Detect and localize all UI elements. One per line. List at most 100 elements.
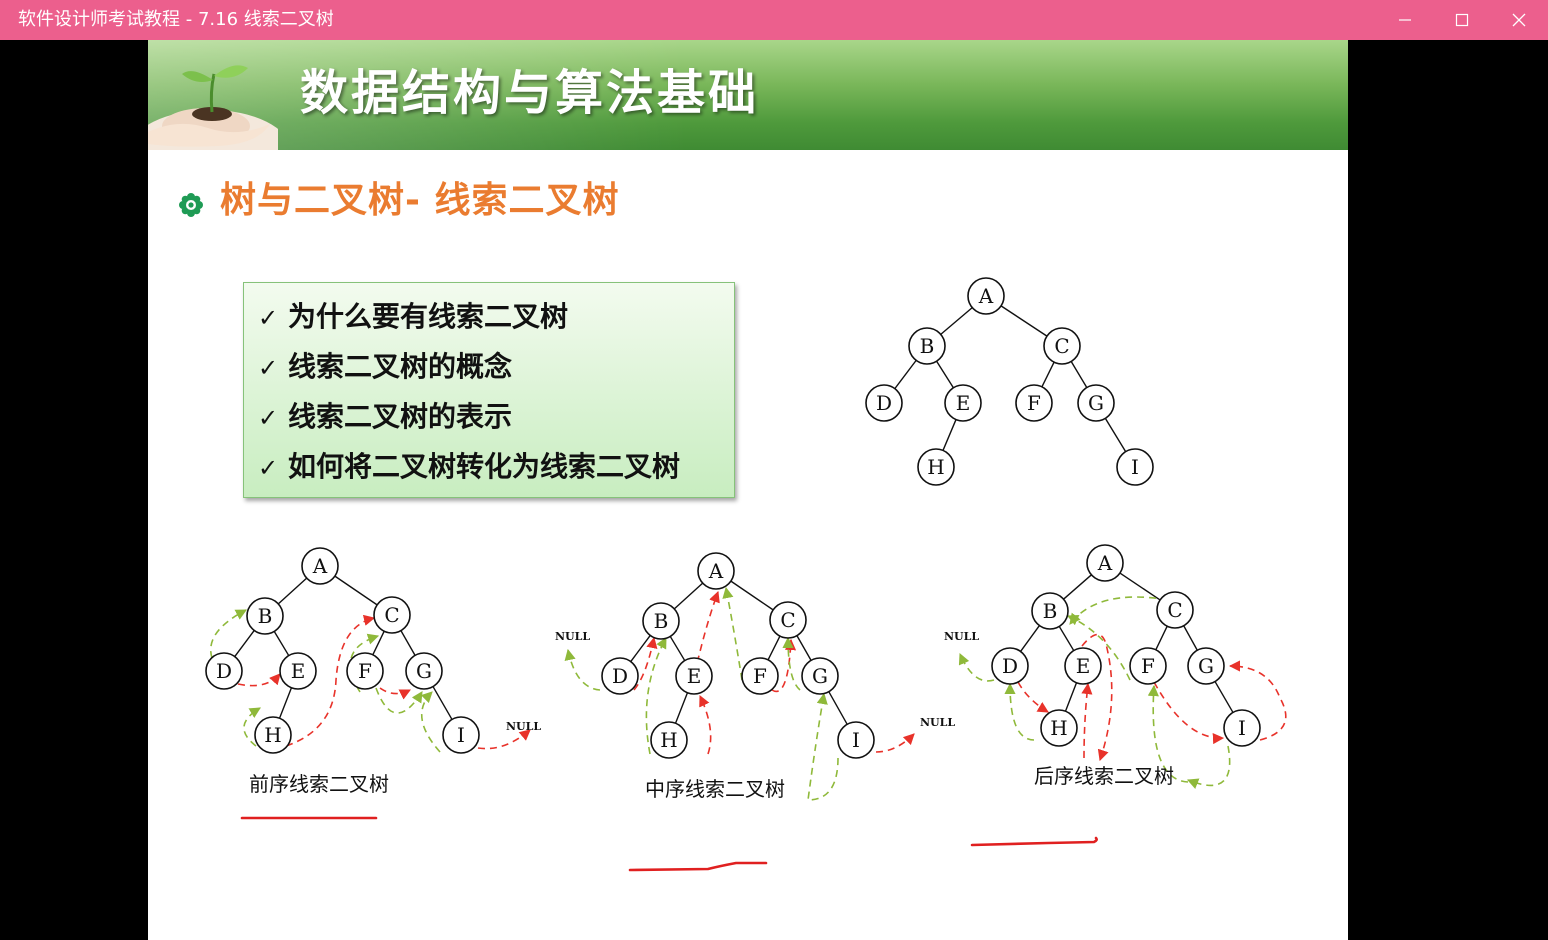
thread-arrow [285, 614, 376, 747]
tree-edge [1155, 625, 1168, 651]
tree-edge [1070, 361, 1088, 388]
check-icon: ✓ [258, 404, 279, 432]
tree-node-label: C [780, 608, 795, 632]
postorder-caption: 后序线索二叉树 [1034, 764, 1174, 788]
tree-node-label: H [1050, 716, 1067, 740]
tree-node-label: F [1027, 391, 1041, 415]
tree-edge [334, 575, 378, 606]
thread-arrow [782, 636, 801, 691]
tree-node-i: I [1116, 448, 1154, 486]
tree-node-label: A [708, 559, 724, 583]
tree-edge [1020, 625, 1040, 652]
tree-edge [372, 630, 385, 656]
tree-edge [1000, 305, 1048, 337]
tree-node-label: B [654, 609, 669, 633]
null-label: NULL [506, 720, 541, 733]
slide-banner: 数据结构与算法基础 [148, 40, 1348, 150]
topic-item: ✓如何将二叉树转化为线索二叉树 [258, 442, 680, 492]
tree-node-h: H [917, 448, 955, 486]
thread-arrow [477, 729, 531, 750]
thread-arrow [564, 648, 601, 691]
thread-arrow [379, 687, 412, 700]
tree-edge [942, 419, 957, 451]
tree-node-label: A [312, 554, 328, 578]
thread-arrow [875, 733, 915, 753]
tree-node-c: C [1156, 591, 1194, 629]
banner-title: 数据结构与算法基础 [300, 65, 760, 121]
close-button[interactable] [1491, 0, 1547, 40]
thread-arrows [210, 586, 1287, 801]
preorder-caption: 前序线索二叉树 [249, 772, 389, 796]
tree-node-d: D [865, 384, 903, 422]
thread-arrow [1017, 681, 1049, 713]
tree-edge [828, 691, 848, 725]
tree-node-label: C [384, 603, 399, 627]
minimize-button[interactable] [1377, 0, 1433, 40]
tree-edge [940, 307, 973, 335]
tree-edge [400, 630, 416, 656]
tree-node-label: A [1097, 551, 1113, 575]
tree-node-a: A [301, 547, 339, 585]
topic-text: 为什么要有线索二叉树 [288, 300, 569, 333]
thread-arrow [633, 636, 658, 691]
check-icon: ✓ [258, 354, 279, 382]
thread-arrow [958, 652, 995, 682]
tree-node-f: F [1015, 384, 1053, 422]
tree-node-label: F [358, 659, 372, 683]
tree-node-d: D [601, 657, 639, 695]
tree-node-g: G [801, 657, 839, 695]
topic-item: ✓ 为什么要有线索二叉树 [258, 292, 568, 342]
tree-node-label: G [1088, 391, 1104, 415]
tree-node-label: I [1238, 716, 1246, 740]
tree-node-label: I [1131, 455, 1139, 479]
tree-node-label: I [852, 728, 860, 752]
thread-arrow [699, 694, 712, 755]
tree-edge [894, 359, 917, 390]
tree-node-label: B [1043, 599, 1058, 623]
flower-bullet-icon [179, 193, 203, 217]
tree-node-b: B [246, 597, 284, 635]
tree-node-label: G [416, 659, 432, 683]
tree-node-g: G [1187, 647, 1225, 685]
thread-arrow [771, 638, 797, 693]
tree-node-label: E [687, 664, 702, 688]
tree-node-label: E [956, 391, 971, 415]
tree-edge [1058, 626, 1075, 651]
tree-node-e: E [675, 657, 713, 695]
tree-node-d: D [991, 647, 1029, 685]
thread-arrow [645, 637, 667, 755]
plant-in-hands-icon [148, 65, 278, 150]
tree-node-a: A [967, 277, 1005, 315]
tree-node-c: C [1043, 327, 1081, 365]
tree-edge [673, 582, 704, 610]
thread-arrow [1153, 681, 1225, 745]
tree-node-d: D [205, 652, 243, 690]
tree-node-h: H [650, 721, 688, 759]
tree-edge [767, 635, 781, 661]
tree-edges [234, 305, 1234, 725]
tree-edge [1063, 574, 1092, 600]
tree-node-label: B [920, 334, 935, 358]
section-title: 树与二叉树- 线索二叉树 [220, 180, 620, 221]
window-titlebar[interactable]: 软件设计师考试教程 - 7.16 线索二叉树 [0, 0, 1548, 40]
topic-text: 线索二叉树的表示 [288, 400, 513, 433]
banner-shade [148, 40, 1348, 150]
tree-edge [1214, 681, 1234, 713]
maximize-button[interactable] [1434, 0, 1490, 40]
thread-arrow [1081, 682, 1093, 759]
tree-node-label: D [1002, 654, 1018, 678]
tree-node-label: E [291, 659, 306, 683]
tree-node-h: H [254, 716, 292, 754]
tree-edge [674, 692, 689, 724]
tree-edge [273, 631, 290, 656]
red-underline [628, 861, 768, 872]
check-icon: ✓ [258, 304, 279, 332]
topic-text: 线索二叉树的概念 [288, 350, 513, 383]
tree-edge [1104, 418, 1127, 452]
tree-node-b: B [908, 327, 946, 365]
tree-node-f: F [1129, 647, 1167, 685]
topic-item: ✓ 线索二叉树的概念 [258, 342, 512, 392]
red-underline [970, 836, 1098, 847]
